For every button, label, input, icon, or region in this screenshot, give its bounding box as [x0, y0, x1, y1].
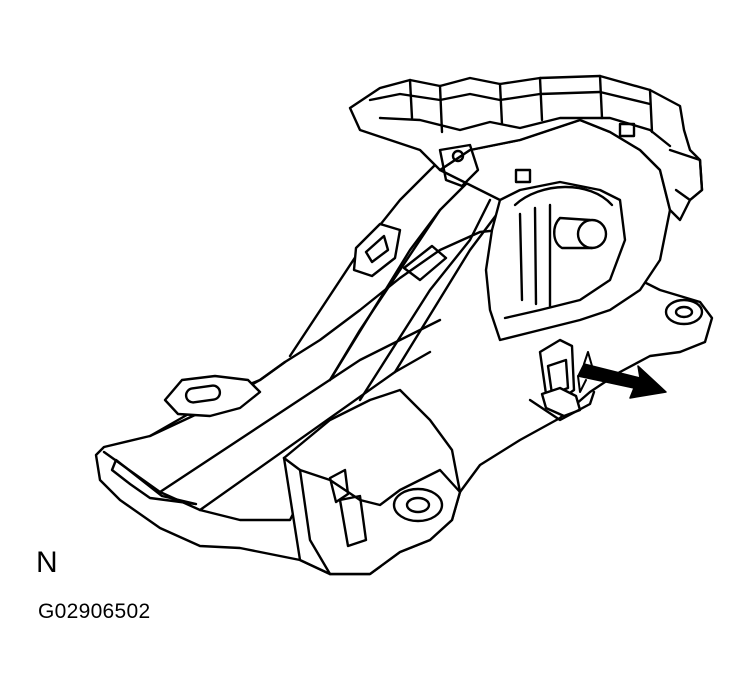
left-channel-inner	[110, 458, 198, 506]
arm-side-bracket	[352, 222, 402, 278]
lever-arm-right	[358, 198, 492, 402]
front-box-ridge	[282, 456, 462, 507]
lever-arm-rib	[328, 208, 442, 382]
housing-front-face	[498, 180, 627, 320]
lever-arm-right-edge	[393, 208, 502, 374]
upper-tab	[514, 168, 532, 184]
left-mounting-tab	[163, 374, 262, 418]
housing-ribs	[518, 203, 552, 308]
front-box-recess	[338, 494, 368, 548]
front-box-edge	[298, 468, 332, 576]
direction-letter: N	[36, 546, 58, 579]
front-box	[282, 388, 462, 576]
upper-frame-bracket	[438, 143, 480, 188]
upper-rivet	[451, 149, 465, 163]
front-box-slot	[328, 468, 350, 504]
upper-frame-top-rail	[368, 90, 652, 106]
upper-frame-inner	[378, 116, 672, 148]
upper-frame-right-bracket	[668, 148, 704, 202]
switch-body	[546, 358, 570, 396]
front-mounting-hole	[405, 496, 431, 514]
right-mounting-hole	[674, 305, 694, 319]
front-mounting-boss	[392, 487, 444, 523]
shaft-body	[553, 216, 594, 250]
arrow-right-down-icon	[577, 351, 667, 399]
left-tab-slot	[184, 384, 222, 404]
arm-side-bracket-slot	[364, 234, 390, 264]
upper-frame-posts	[408, 74, 654, 134]
arm-stop-block	[402, 244, 448, 282]
upper-tab-right	[618, 122, 636, 138]
figure-code: G02906502	[38, 600, 151, 623]
switch-mount-plate	[528, 390, 596, 422]
right-mounting-boss	[664, 298, 704, 326]
housing-arc	[513, 185, 614, 207]
